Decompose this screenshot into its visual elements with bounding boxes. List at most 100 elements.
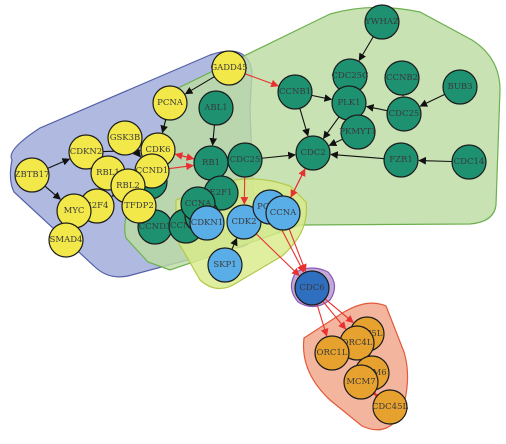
node-label: CDK2: [231, 217, 256, 227]
edge-ccnd1-to-rb1: [168, 162, 194, 171]
node-label: FZR1: [389, 155, 413, 165]
node-label: CDC25: [230, 155, 261, 165]
node-label: CDK6: [145, 145, 170, 155]
edge-pkmyt1-to-cdc2: [328, 138, 343, 146]
node-label: E2F4: [86, 201, 109, 211]
node-zbtb17[interactable]: ZBTB17: [14, 157, 50, 193]
node-gadd45[interactable]: GADD45: [210, 50, 248, 86]
node-circle[interactable]: [384, 60, 420, 96]
node-label: ORC4L: [342, 338, 373, 348]
node-tfdp2[interactable]: TFDP2: [121, 188, 157, 224]
node-circle[interactable]: [451, 144, 487, 180]
node-label: GSK3B: [110, 133, 141, 143]
node-circle[interactable]: [383, 142, 419, 178]
node-cdkn1b[interactable]: CDKN1: [189, 205, 225, 241]
edge-rb1-to-cdk6: [174, 152, 195, 160]
node-label: CCNB1: [279, 87, 311, 97]
node-label: ORC1L: [317, 348, 348, 358]
node-pkmyt1[interactable]: PKMYT1: [339, 114, 377, 150]
node-label: CDC45L: [372, 402, 409, 412]
edge-abl1-to-rb1: [209, 124, 218, 146]
node-fzr1[interactable]: FZR1: [383, 142, 419, 178]
node-label: GADD45: [210, 63, 247, 73]
edge-fzr1-to-cdc2: [330, 151, 385, 160]
node-circle[interactable]: [340, 114, 376, 150]
node-gsk3b[interactable]: GSK3B: [107, 120, 143, 156]
node-cdc6[interactable]: CDC6: [294, 270, 330, 306]
node-label: BUB3: [447, 82, 472, 92]
node-ccna2[interactable]: CCNA: [265, 195, 301, 231]
node-rb1[interactable]: RB1: [193, 145, 229, 181]
node-ccnb2[interactable]: CCNB2: [384, 60, 420, 96]
node-label: SKP1: [213, 260, 236, 270]
edge-cdc14-to-fzr1: [418, 156, 453, 165]
node-circle[interactable]: [207, 247, 243, 283]
node-label: CDKN1: [191, 218, 224, 228]
node-circle[interactable]: [48, 222, 84, 258]
edge-ywhaz-to-cdc25c: [358, 36, 374, 62]
node-label: CDKN2: [70, 147, 103, 157]
node-label: CDC6: [299, 283, 324, 293]
node-smad4[interactable]: SMAD4: [48, 222, 84, 258]
node-circle[interactable]: [152, 85, 188, 121]
node-circle[interactable]: [314, 335, 350, 371]
node-ywhaz[interactable]: YWHAZ: [364, 4, 400, 40]
node-label: CDC25: [389, 109, 420, 119]
node-label: E2F1: [210, 188, 233, 198]
node-circle[interactable]: [189, 205, 225, 241]
node-cdc45l[interactable]: CDC45L: [372, 389, 409, 425]
node-abl1[interactable]: ABL1: [198, 90, 234, 126]
node-cdc25a[interactable]: CDC25: [227, 142, 263, 178]
node-label: SMAD4: [50, 235, 83, 245]
edge-ccna2-to-cdc2: [290, 168, 306, 199]
node-cdkn2[interactable]: CDKN2: [68, 134, 104, 170]
node-circle[interactable]: [198, 90, 234, 126]
node-circle[interactable]: [265, 195, 301, 231]
node-label: RBL2: [116, 181, 140, 191]
node-label: MCM7: [346, 377, 375, 387]
node-circle[interactable]: [107, 120, 143, 156]
node-ccnb1[interactable]: CCNB1: [277, 74, 313, 110]
node-cdc25[interactable]: CDC25: [386, 96, 422, 132]
node-cdc14[interactable]: CDC14: [451, 144, 487, 180]
node-circle[interactable]: [372, 389, 408, 425]
node-label: CCND1: [136, 166, 169, 176]
edge-cdc25-to-plk1: [365, 104, 388, 112]
node-label: CDC14: [454, 157, 485, 167]
node-circle[interactable]: [121, 188, 157, 224]
node-circle[interactable]: [442, 69, 478, 105]
node-pcna[interactable]: PCNA: [152, 85, 188, 121]
node-label: CDC25C: [331, 71, 368, 81]
node-label: CDC2: [300, 148, 325, 158]
node-label: PLK1: [337, 98, 360, 108]
node-label: PCNA: [157, 98, 184, 108]
node-circle[interactable]: [68, 134, 104, 170]
edge-zbtb17-to-myc: [44, 185, 61, 200]
node-cdc2[interactable]: CDC2: [295, 135, 331, 171]
node-label: CCNA: [270, 208, 297, 218]
edge-pcna-to-cdk6: [160, 119, 168, 134]
node-circle[interactable]: [277, 74, 313, 110]
edge-cdk2-to-cdc6: [255, 233, 300, 276]
node-bub3[interactable]: BUB3: [442, 69, 478, 105]
node-label: PKMYT1: [339, 127, 376, 137]
edge-bub3-to-cdc25: [419, 93, 445, 107]
node-circle[interactable]: [343, 364, 379, 400]
edge-skp1-to-cdk2: [230, 237, 238, 250]
edge-gadd45-to-ccnb1: [244, 73, 279, 88]
edge-gadd45-to-pcna: [184, 76, 215, 95]
node-circle[interactable]: [294, 270, 330, 306]
node-circle[interactable]: [295, 135, 331, 171]
node-circle[interactable]: [364, 4, 400, 40]
node-label: CCNE2: [170, 221, 202, 231]
node-circle[interactable]: [386, 96, 422, 132]
node-mcm7[interactable]: MCM7: [343, 364, 379, 400]
node-orc1l[interactable]: ORC1L: [314, 335, 350, 371]
node-circle[interactable]: [211, 50, 247, 86]
node-skp1[interactable]: SKP1: [207, 247, 243, 283]
edge-zbtb17-to-cdkn2: [47, 158, 71, 169]
node-label: ABL1: [203, 103, 227, 113]
node-label: CCNA: [185, 199, 212, 209]
node-circle[interactable]: [14, 157, 50, 193]
